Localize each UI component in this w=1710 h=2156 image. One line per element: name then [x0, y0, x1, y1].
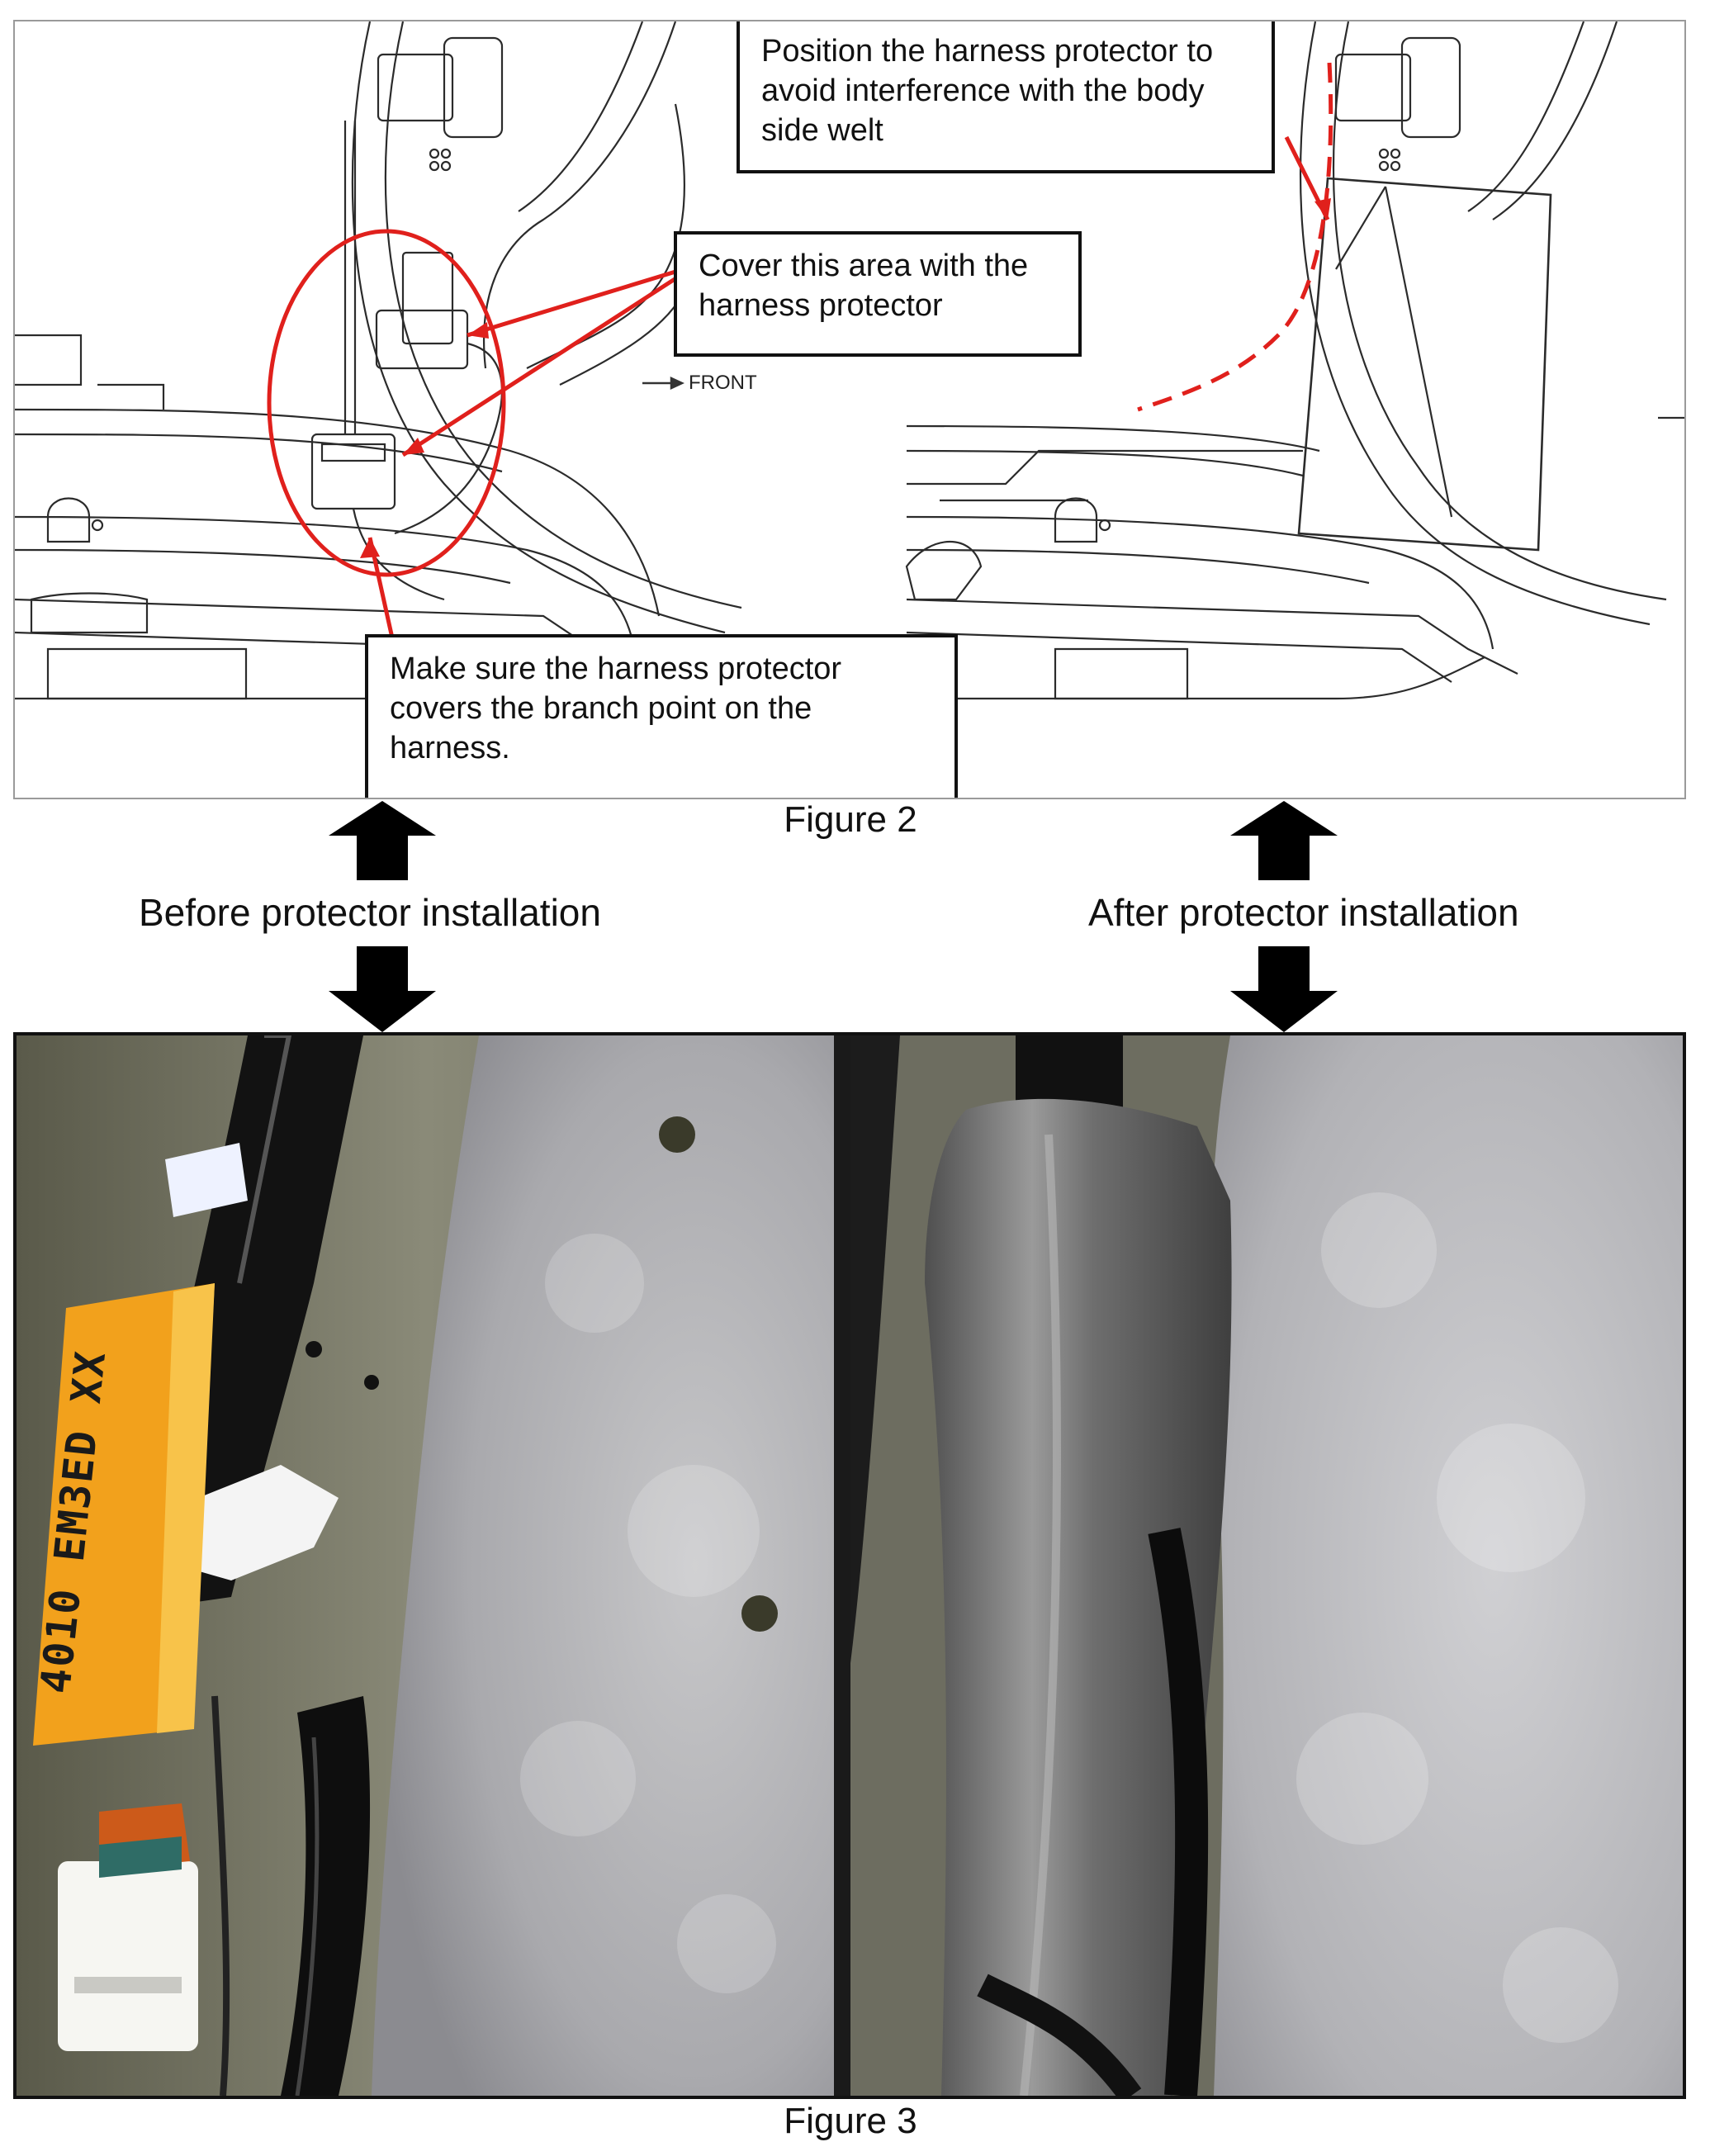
figure-2-drawing: FRONT Position the harness protector to …	[13, 20, 1686, 799]
before-photo: 4010 EM3ED XX	[17, 1035, 834, 2096]
photo-divider	[834, 1035, 850, 2096]
down-arrow-icon	[1230, 946, 1338, 1032]
callout-position-protector: Position the harness protector to avoid …	[737, 21, 1275, 173]
after-photo	[850, 1035, 1683, 2096]
up-arrow-icon	[329, 801, 436, 880]
after-label: After protector installation	[1088, 891, 1519, 934]
figure-2-caption: Figure 2	[784, 799, 917, 840]
callout-cover-area: Cover this area with the harness protect…	[674, 231, 1082, 357]
up-arrow-icon	[1230, 801, 1338, 880]
figure-3-photos: 4010 EM3ED XX	[13, 1032, 1686, 2099]
figure-3-caption: Figure 3	[784, 2101, 917, 2141]
callout-branch-point: Make sure the harness protector covers t…	[365, 634, 958, 798]
down-arrow-icon	[329, 946, 436, 1032]
front-label: FRONT	[689, 372, 757, 394]
before-label: Before protector installation	[139, 891, 601, 934]
